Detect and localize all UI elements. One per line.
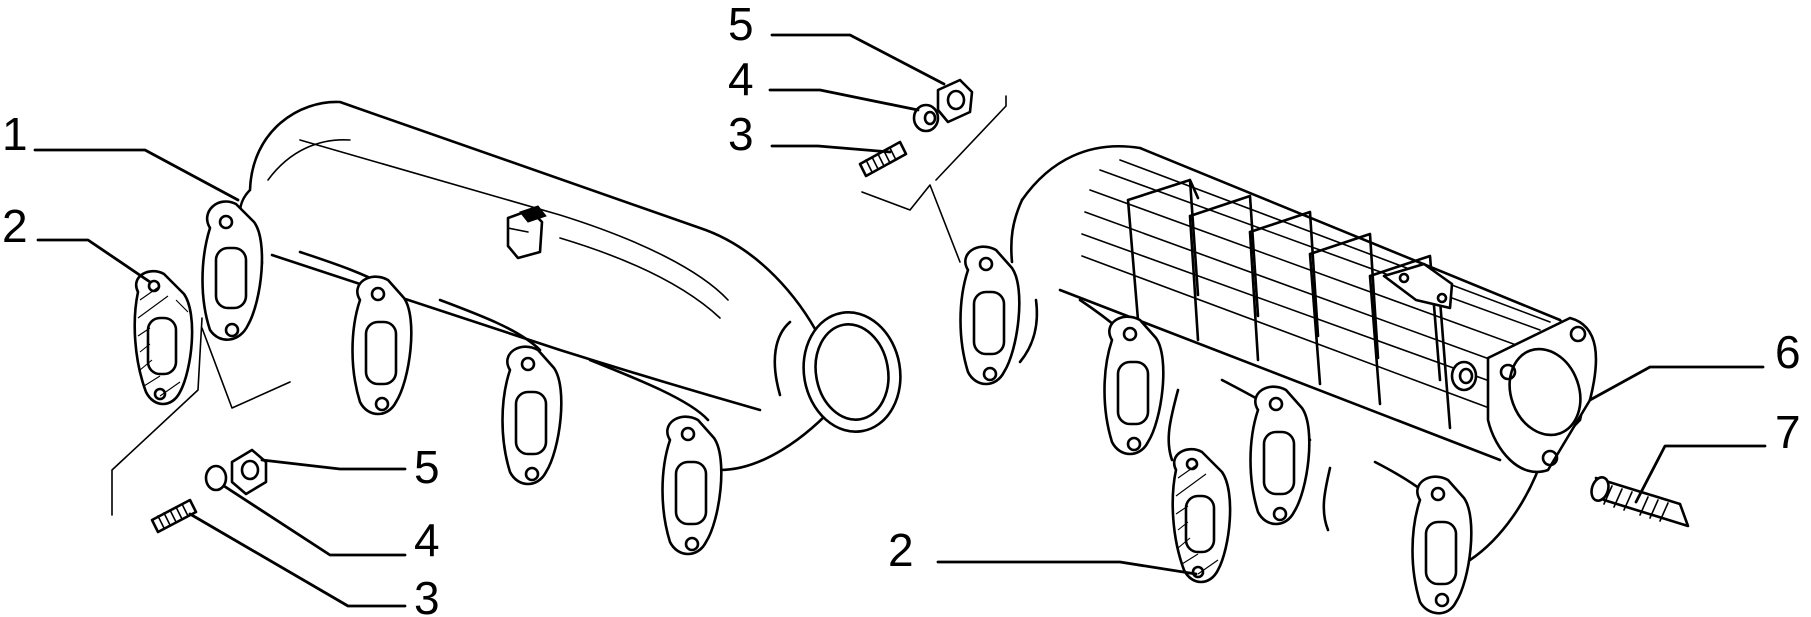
leader-left-1: [33, 148, 240, 202]
leader-top-3: [770, 144, 892, 154]
left-manifold-flange-4: [661, 415, 723, 556]
left-nut: [230, 448, 268, 496]
right-manifold-flange-1: [959, 245, 1021, 386]
left-exhaust-manifold: [201, 100, 902, 556]
top-washer: [912, 103, 940, 133]
leader-left-3: [188, 512, 407, 608]
leader-top-4: [768, 88, 920, 112]
callout-top-3: 3: [728, 108, 754, 160]
right-assembly-guide-line: [861, 95, 1007, 263]
right-manifold-flange-4: [1411, 475, 1473, 615]
leader-left-2: [36, 238, 152, 284]
callout-right-6: 6: [1775, 326, 1801, 378]
leader-bottom-2: [936, 560, 1198, 576]
leader-lines: [33, 33, 1767, 608]
callout-left-5: 5: [414, 441, 440, 493]
top-stud-bolt: [858, 140, 908, 178]
callout-right-7: 7: [1775, 406, 1801, 458]
callout-left-1: 1: [2, 108, 28, 160]
leader-top-5: [770, 33, 946, 86]
right-long-stud: [1590, 476, 1690, 528]
left-manifold-flange-2: [351, 275, 413, 416]
leader-left-5: [260, 458, 407, 471]
callout-left-3: 3: [414, 572, 440, 617]
callout-bottom-2: 2: [888, 524, 914, 576]
top-nut: [936, 78, 974, 124]
right-exhaust-manifold: [959, 144, 1598, 615]
left-washer: [204, 464, 228, 492]
left-gasket: [133, 269, 194, 406]
callout-left-4: 4: [414, 514, 440, 566]
leader-left-4: [222, 484, 407, 557]
right-gasket: [1171, 447, 1232, 584]
left-stud-bolt: [150, 498, 198, 534]
leader-right-7: [1634, 444, 1767, 504]
leader-right-6: [1588, 365, 1765, 402]
right-manifold-flange-2: [1103, 315, 1165, 456]
callout-top-5: 5: [728, 0, 754, 50]
left-assembly-guide-line: [111, 317, 291, 516]
left-manifold-flange-3: [501, 345, 563, 486]
left-manifold-flange-1: [201, 200, 264, 341]
callout-left-2: 2: [2, 200, 28, 252]
right-manifold-flange-3: [1249, 385, 1311, 526]
callout-top-4: 4: [728, 53, 754, 105]
